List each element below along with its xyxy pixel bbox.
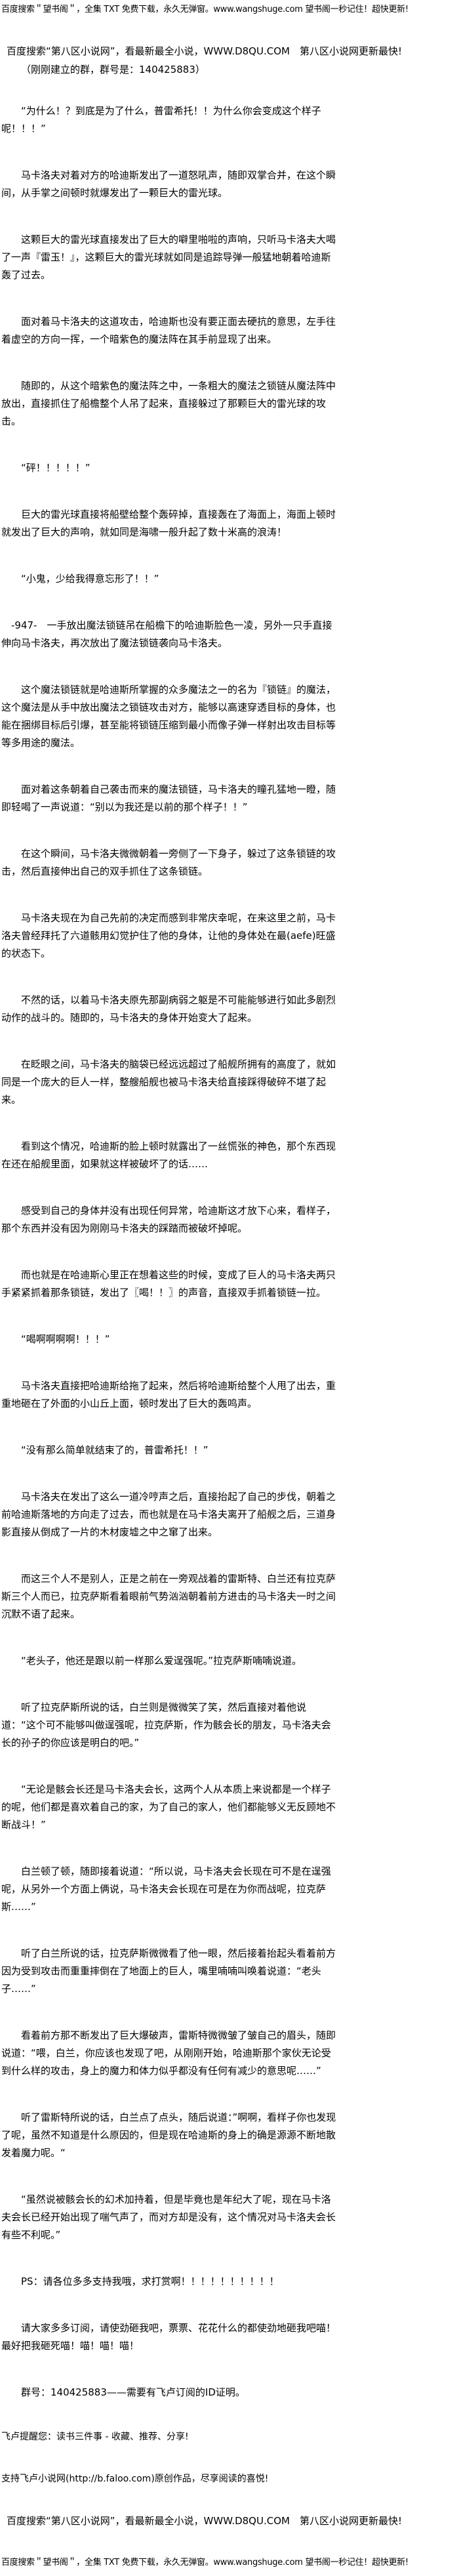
story-paragraph: 巨大的雷光球直接将船壁给整个轰碎掉，直接轰在了海面上，海面上顿时就发出了巨大的声… bbox=[1, 509, 336, 538]
story-paragraph: 马卡洛夫直接把哈迪斯给拖了起来，然后将哈迪斯给整个人甩了出去，重重地砸在了外面的… bbox=[1, 1380, 336, 1409]
story-paragraph: 在这个瞬间，马卡洛夫微微朝着一旁侧了一下身子，躲过了这条锁链的攻击，然后直接伸出… bbox=[1, 848, 336, 877]
d8qu-ad-footer: 百度搜索“第八区小说网”，看最新最全小说，WWW.D8QU.COM 第八区小说网… bbox=[7, 2515, 402, 2527]
story-paragraph: “喝啊啊啊啊！！！” bbox=[21, 1333, 110, 1345]
story-paragraph: PS：请各位多多支持我哦，求打赏啊！！！！！！！！！！ bbox=[21, 2275, 279, 2287]
story-paragraph: 面对着马卡洛夫的这道攻击，哈迪斯也没有要正面去硬抗的意思，左手往着虚空的方向一挥… bbox=[1, 316, 336, 345]
wangshuge-ad-footer: 百度搜索＂望书阁＂，全集 TXT 免费下载，永久无弹窗。www.wangshug… bbox=[1, 2558, 409, 2567]
story-paragraph: 马卡洛夫现在为自己先前的决定而感到非常庆幸呢，在来这里之前，马卡洛夫曾经拜托了六… bbox=[1, 912, 336, 959]
story-paragraph: 群号：140425883——需要有飞卢订阅的ID证明。 bbox=[21, 2386, 245, 2398]
group-number-notice: （刚刚建立的群，群号是：140425883） bbox=[21, 64, 205, 75]
story-paragraph: 不然的话，以着马卡洛夫原先那副病弱之躯是不可能能够进行如此多剧烈动作的战斗的。随… bbox=[1, 994, 336, 1024]
chapter-body: “为什么！？到底是为了什么，普雷希托！！为什么你会变成这个样子呢！！！” 马卡洛夫… bbox=[1, 102, 338, 2401]
story-paragraph: 看着前方那不断发出了巨大爆破声，雷斯特微微皱了皱自己的眉头，随即说道：“喂，白兰… bbox=[1, 2029, 336, 2077]
d8qu-ad-banner: 百度搜索“第八区小说网”，看最新最全小说，WWW.D8QU.COM 第八区小说网… bbox=[7, 45, 402, 57]
story-paragraph: 请大家多多订阅，请使劲砸我吧，票票、花花什么的都使劲地砸我吧喵！最好把我砸死喵！… bbox=[1, 2322, 336, 2352]
story-paragraph: 听了雷斯特所说的话，白兰点了点头，随后说道：”啊啊，看样子你也发现了呢，虽然不知… bbox=[1, 2111, 336, 2159]
story-paragraph: “没有那么简单就结束了的，普雷希托！！” bbox=[21, 1444, 209, 1456]
faloo-reminder: 飞卢提醒您：读书三件事 - 收藏、推荐、分享! bbox=[1, 2432, 189, 2442]
faloo-support-notice: 支持飞卢小说网(http://b.faloo.com)原创作品，尽享阅读的喜悦! bbox=[1, 2474, 269, 2484]
story-paragraph: 这颗巨大的雷光球直接发出了巨大的噼里啪啦的声响，只听马卡洛夫大喝了一声『雷玉！』… bbox=[1, 234, 336, 281]
story-paragraph: 听了白兰所说的话，拉克萨斯微微看了他一眼，然后接着抬起头看着前方因为受到攻击而重… bbox=[1, 1947, 336, 1995]
story-paragraph: 马卡洛夫对着对方的哈迪斯发出了一道怒吼声，随即双掌合并，在这个瞬间，从手掌之间顿… bbox=[1, 169, 336, 199]
story-paragraph: -947- 一手放出魔法锁链吊在船檐下的哈迪斯脸色一凌，另外一只手直接伸向马卡洛… bbox=[1, 619, 332, 649]
story-paragraph: “虽然说被骸会长的幻术加持着，但是毕竟也是年纪大了呢，现在马卡洛夫会长已经开始出… bbox=[1, 2193, 336, 2241]
story-paragraph: 看到这个情况，哈迪斯的脸上顿时就露出了一丝慌张的神色，那个东西现在还在船舰里面，… bbox=[1, 1140, 336, 1170]
story-paragraph: 随即的，从这个暗紫色的魔法阵之中，一条粗大的魔法之锁链从魔法阵中放出，直接抓住了… bbox=[1, 380, 336, 427]
story-paragraph: “老头子，他还是跟以前一样那么爱逞强呢。”拉克萨斯喃喃说道。 bbox=[21, 1655, 302, 1667]
story-paragraph: “砰！！！！！” bbox=[21, 462, 90, 474]
story-paragraph: 听了拉克萨斯所说的话，白兰则是微微笑了笑，然后直接对着他说道：“这个可不能够叫做… bbox=[1, 1701, 331, 1749]
story-paragraph: 感受到自己的身体并没有出现任何异常，哈迪斯这才放下心来，看样子，那个东西并没有因… bbox=[1, 1205, 336, 1234]
story-paragraph: “无论是骸会长还是马卡洛夫会长，这两个人从本质上来说都是一个样子的呢，他们都是喜… bbox=[1, 1783, 336, 1831]
story-paragraph: 而这三个人不是别人，正是之前在一旁观战着的雷斯特、白兰还有拉克萨斯三个人而已，拉… bbox=[1, 1573, 336, 1620]
wangshuge-ad-banner: 百度搜索＂望书阁＂，全集 TXT 免费下载，永久无弹窗。www.wangshug… bbox=[1, 5, 409, 14]
story-paragraph: 马卡洛夫在发出了这么一道冷哼声之后，直接抬起了自己的步伐，朝着之前哈迪斯落地的方… bbox=[1, 1491, 336, 1538]
story-paragraph: 在眨眼之间，马卡洛夫的脑袋已经远远超过了船舰所拥有的高度了，就如同是一个庞大的巨… bbox=[1, 1058, 336, 1106]
story-paragraph: “小鬼，少给我得意忘形了！！” bbox=[21, 573, 159, 585]
story-paragraph: 白兰顿了顿，随即接着说道：“所以说，马卡洛夫会长现在可不是在逞强呢，从另外一个方… bbox=[1, 1865, 331, 1913]
story-paragraph: 面对着这条朝着自己袭击而来的魔法锁链，马卡洛夫的瞳孔猛地一瞪，随即轻喝了一声说道… bbox=[1, 783, 336, 813]
story-paragraph: 而也就是在哈迪斯心里正在想着这些的时候，变成了巨人的马卡洛夫两只手紧紧抓着那条锁… bbox=[1, 1269, 336, 1298]
story-paragraph: “为什么！？到底是为了什么，普雷希托！！为什么你会变成这个样子呢！！！” bbox=[1, 105, 321, 135]
chapter-page: 百度搜索＂望书阁＂，全集 TXT 免费下载，永久无弹窗。www.wangshug… bbox=[1, 5, 409, 2567]
story-paragraph: 这个魔法锁链就是哈迪斯所掌握的众多魔法之一的名为『锁链』的魔法，这个魔法是从手中… bbox=[1, 684, 336, 749]
